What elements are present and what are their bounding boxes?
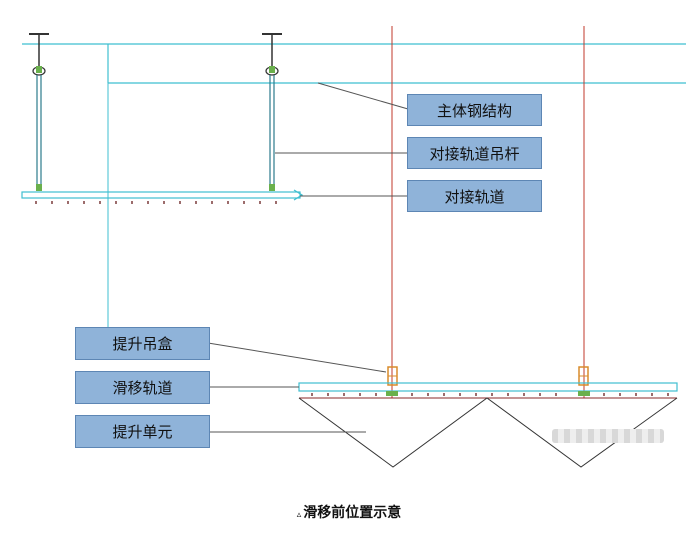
lift-box-left: [387, 366, 398, 386]
label-docking-track-hanger: 对接轨道吊杆: [407, 137, 542, 169]
hanger-left: [29, 33, 49, 191]
caption-marker: ▵: [296, 510, 302, 520]
drawing-area: [12, 22, 686, 482]
label-slide-track: 滑移轨道: [75, 371, 210, 404]
lift-unit-shape: [298, 397, 678, 468]
label-main-steel-structure: 主体钢结构: [407, 94, 542, 126]
caption-text: 滑移前位置示意: [303, 505, 402, 521]
watermark: [552, 429, 664, 443]
hanger-right: [262, 33, 282, 191]
label-lift-unit: 提升单元: [75, 415, 210, 448]
figure-caption: ▵滑移前位置示意: [0, 502, 698, 522]
label-docking-track: 对接轨道: [407, 180, 542, 212]
lift-box-right: [578, 366, 589, 386]
label-lift-box: 提升吊盒: [75, 327, 210, 360]
red-reference-lines: [391, 26, 585, 398]
docking-track-shape: [21, 189, 304, 204]
leader-lines: [207, 82, 409, 433]
